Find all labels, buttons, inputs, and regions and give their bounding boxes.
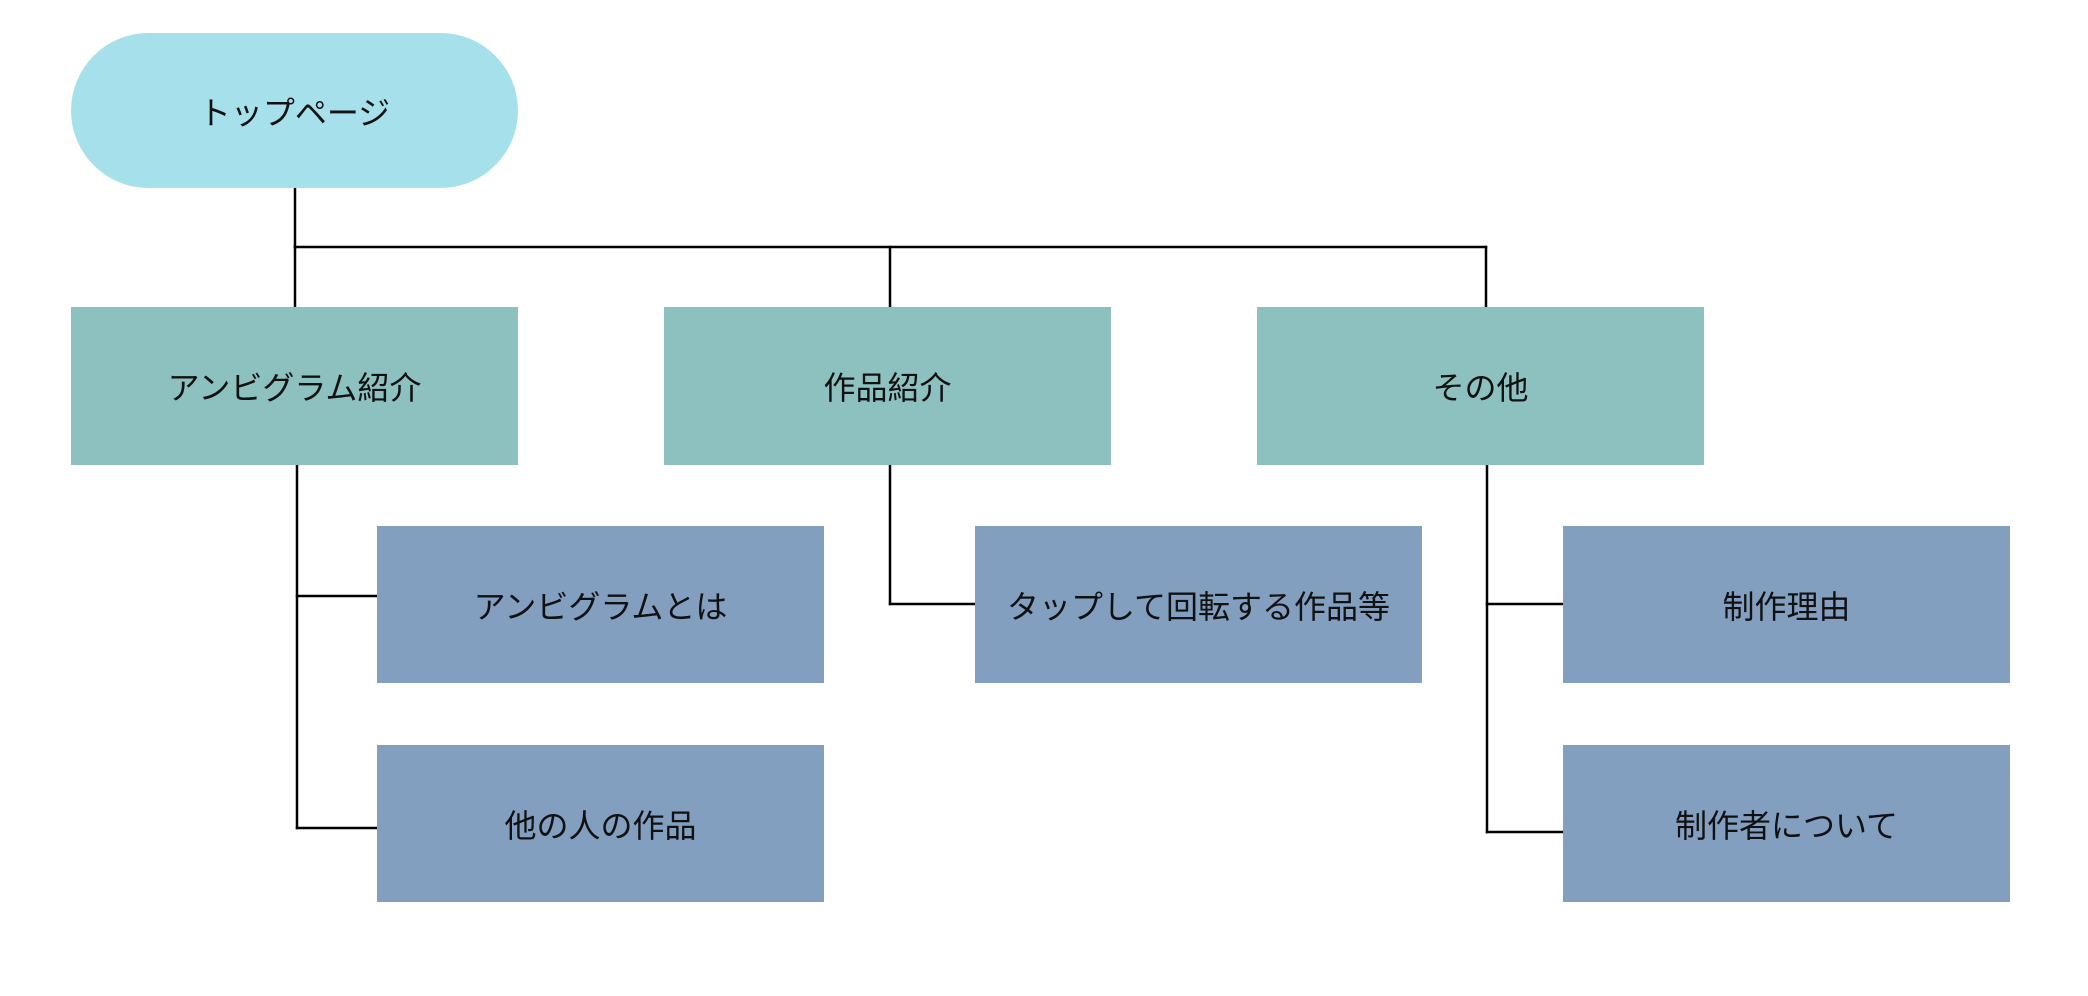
node-about-creator: 制作者について <box>1563 745 2010 902</box>
node-what-is-ambigram-label: アンビグラムとは <box>473 587 728 626</box>
node-what-is-ambigram: アンビグラムとは <box>377 526 824 683</box>
node-works-intro: 作品紹介 <box>664 307 1111 465</box>
node-other-label: その他 <box>1432 369 1529 407</box>
node-ambigram-intro-label: アンビグラム紹介 <box>167 369 422 407</box>
node-others-works: 他の人の作品 <box>377 745 824 902</box>
node-production-reason: 制作理由 <box>1563 526 2010 683</box>
node-production-reason-label: 制作理由 <box>1722 587 1851 626</box>
node-others-works-label: 他の人の作品 <box>504 806 697 845</box>
node-about-creator-label: 制作者について <box>1674 806 1899 845</box>
node-top-page: トップページ <box>71 33 518 188</box>
node-tap-rotate-works: タップして回転する作品等 <box>975 526 1422 683</box>
node-works-intro-label: 作品紹介 <box>823 369 952 407</box>
node-tap-rotate-works-label: タップして回転する作品等 <box>1006 587 1391 626</box>
node-other: その他 <box>1257 307 1704 465</box>
node-ambigram-intro: アンビグラム紹介 <box>71 307 518 465</box>
node-top-page-label: トップページ <box>198 93 391 132</box>
